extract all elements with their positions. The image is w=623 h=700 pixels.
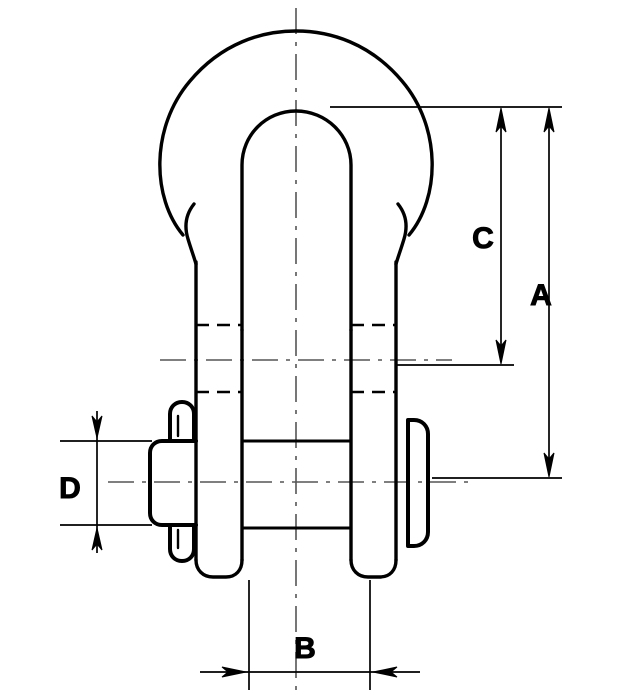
left-leg-bottom xyxy=(194,558,244,579)
bow-inner-arc xyxy=(240,109,353,332)
dimension-c-label: C xyxy=(472,222,494,255)
hidden-lines-group xyxy=(196,323,396,394)
dimension-a: A xyxy=(330,106,562,479)
pin-head-lug-lower xyxy=(168,523,196,563)
pin-head-lug-upper xyxy=(168,400,196,443)
dimension-d-arrow-top xyxy=(91,415,103,439)
dimension-d: D xyxy=(59,411,152,553)
pin-head-group xyxy=(148,400,198,563)
dimension-c: C xyxy=(396,107,514,366)
dimension-b-label: B xyxy=(294,632,316,665)
dimension-d-arrow-bottom xyxy=(91,527,103,551)
pin-head-body xyxy=(148,439,198,527)
dimension-a-arrow-bottom xyxy=(543,452,555,478)
dimension-c-arrow-top xyxy=(495,107,507,133)
pin-shank-group xyxy=(243,439,352,530)
bow-outline-group xyxy=(158,29,434,332)
pin-thread-end-group xyxy=(406,418,430,548)
pin-thread-end-body xyxy=(406,418,430,548)
dimension-b-arrow-left xyxy=(221,666,247,678)
right-shoulder-fillet xyxy=(394,202,408,266)
left-shoulder-fillet xyxy=(184,202,198,266)
centerlines-group xyxy=(108,8,472,692)
right-leg-bottom xyxy=(349,558,398,579)
bow-outer-arc xyxy=(158,29,434,237)
left-leg-group xyxy=(194,260,244,579)
dimension-b: B xyxy=(200,580,420,690)
dimension-a-label: A xyxy=(530,279,552,312)
dimension-c-arrow-bottom xyxy=(495,339,507,365)
dimension-d-label: D xyxy=(59,472,81,505)
dimension-a-arrow-top xyxy=(543,107,555,133)
right-leg-group xyxy=(349,260,398,579)
dimension-b-arrow-right xyxy=(372,666,398,678)
